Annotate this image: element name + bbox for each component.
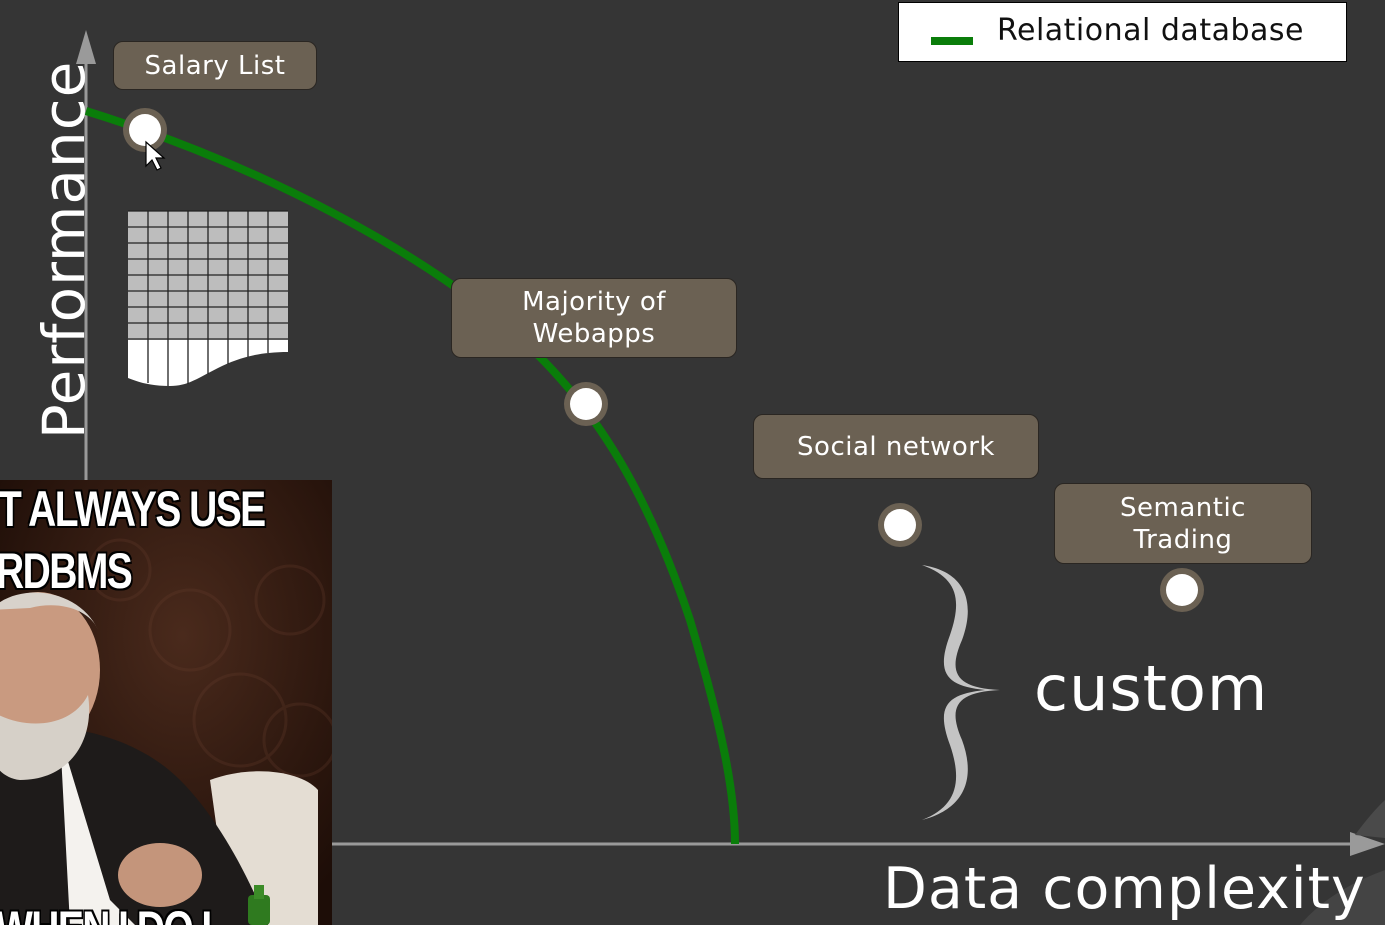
callout-webapps: Majority of Webapps: [451, 278, 737, 358]
mouse-cursor-icon: [145, 140, 166, 171]
point-webapps[interactable]: [564, 382, 608, 426]
callout-salary-list: Salary List: [113, 41, 317, 90]
point-social-network[interactable]: [878, 503, 922, 547]
legend-label: Relational database: [997, 13, 1304, 48]
legend-swatch: [931, 37, 973, 45]
y-axis-label: Performance: [30, 60, 98, 440]
y-axis-arrowhead: [76, 30, 96, 64]
x-axis-arrowhead: [1350, 832, 1385, 856]
x-axis-decoration-arc: [1355, 800, 1385, 838]
custom-brace-icon: [922, 565, 1000, 820]
meme-text-line-3: WHEN I DO I: [0, 900, 212, 925]
spreadsheet-icon: [128, 210, 288, 386]
custom-label: custom: [1034, 652, 1269, 725]
meme-photo: [0, 480, 332, 925]
point-salary-list[interactable]: [123, 108, 167, 152]
callout-social-network: Social network: [753, 414, 1039, 479]
meme-text-line-2: RDBMS: [0, 543, 133, 599]
meme-image: T ALWAYS USE RDBMS WHEN I DO I: [0, 480, 332, 925]
callout-semantic-trading: Semantic Trading: [1054, 483, 1312, 564]
meme-text-line-1: T ALWAYS USE: [0, 481, 266, 537]
x-axis-label: Data complexity: [883, 856, 1366, 922]
point-semantic-trading[interactable]: [1160, 568, 1204, 612]
legend: Relational database: [898, 2, 1347, 62]
x-axis-decoration-arc-lower: [1300, 870, 1385, 925]
